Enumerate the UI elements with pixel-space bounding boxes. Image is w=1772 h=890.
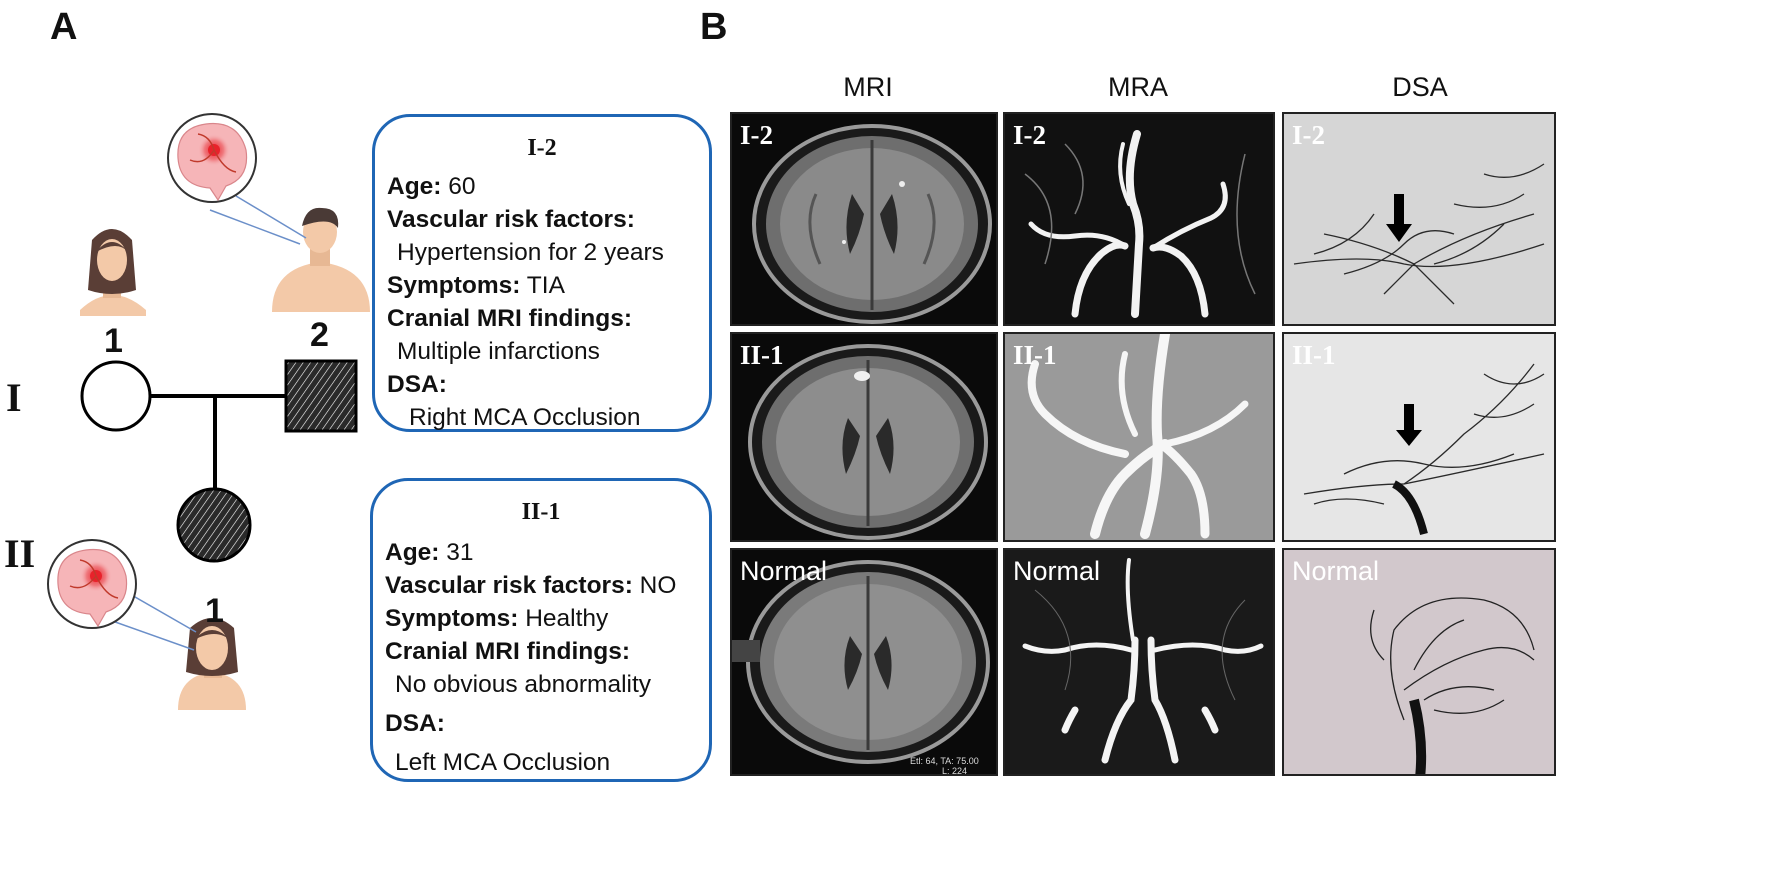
age-label: Age: — [387, 173, 442, 200]
symptoms-label: Symptoms: — [385, 605, 519, 632]
pedigree-ii1-circle — [176, 487, 252, 563]
pedigree-i2-square — [284, 359, 358, 433]
arrow-icon — [1396, 404, 1422, 446]
row-label: I-2 — [1013, 120, 1046, 150]
mri-findings-value: Multiple infarctions — [397, 338, 600, 365]
brain-icon — [47, 539, 137, 629]
generation-label: II — [4, 531, 36, 576]
row-label: Normal — [1013, 556, 1101, 586]
dsa-value: Right MCA Occlusion — [409, 404, 641, 431]
pedigree-i1-circle — [80, 360, 152, 432]
symptoms-label: Symptoms: — [387, 272, 521, 299]
mri-findings-label: Cranial MRI findings: — [387, 305, 632, 332]
age-value: 60 — [448, 173, 476, 200]
woman-avatar-icon — [80, 229, 146, 316]
pedigree-number: 1 — [205, 592, 224, 630]
man-avatar-icon — [272, 207, 370, 312]
dsa-image-normal: Normal — [1282, 548, 1556, 776]
pedigree-number: 1 — [104, 322, 123, 360]
patient-card-ii1: II-1 Age: 31 Vascular risk factors: NO S… — [370, 478, 712, 782]
brain-icon — [167, 113, 257, 203]
panel-b-label: B — [700, 6, 728, 48]
card-title: II-1 — [521, 499, 561, 525]
age-value: 31 — [446, 539, 474, 566]
dsa-value: Left MCA Occlusion — [395, 749, 611, 776]
row-label: I-2 — [740, 120, 773, 150]
scan-overlay-text: L: 224 — [942, 766, 968, 776]
risk-value: Hypertension for 2 years — [397, 239, 664, 266]
scan-overlay-text: Etl: 64, TA: 75.00 — [910, 756, 979, 766]
column-header-dsa: DSA — [1392, 72, 1448, 102]
row-label: II-1 — [740, 340, 784, 370]
age-label: Age: — [385, 539, 440, 566]
pedigree-number: 2 — [310, 316, 329, 354]
dsa-label: DSA: — [385, 710, 445, 737]
risk-label: Vascular risk factors: — [387, 206, 635, 233]
row-label: II-1 — [1013, 340, 1057, 370]
card-title: I-2 — [527, 135, 557, 161]
panel-a-label: A — [50, 6, 78, 48]
mri-image-ii1: II-1 — [730, 332, 998, 542]
woman-avatar-icon — [178, 618, 246, 710]
dsa-image-ii1: II-1 — [1282, 332, 1556, 542]
row-label: Normal — [1292, 556, 1380, 586]
dsa-image-i2: I-2 — [1282, 112, 1556, 326]
mri-image-normal: Normal Etl: 64, TA: 75.00 L: 224 — [730, 548, 998, 776]
mri-image-i2: I-2 — [730, 112, 998, 326]
row-label: Normal — [740, 556, 828, 586]
dsa-label: DSA: — [387, 371, 447, 398]
row-label: II-1 — [1292, 340, 1336, 370]
column-header-mri: MRI — [843, 72, 893, 102]
arrow-icon — [1386, 194, 1412, 242]
generation-label: I — [6, 375, 22, 420]
column-header-mra: MRA — [1108, 72, 1168, 102]
symptoms-value: Healthy — [525, 605, 609, 632]
mri-findings-label: Cranial MRI findings: — [385, 638, 630, 665]
patient-card-i2: I-2 Age: 60 Vascular risk factors: Hyper… — [372, 114, 712, 432]
symptoms-value: TIA — [526, 272, 565, 299]
risk-label: Vascular risk factors: — [385, 572, 633, 599]
mra-image-ii1: II-1 — [1003, 332, 1275, 542]
risk-value: NO — [639, 572, 677, 599]
mra-image-normal: Normal — [1003, 548, 1275, 776]
mri-findings-value: No obvious abnormality — [395, 671, 652, 698]
pedigree-chart — [47, 113, 370, 710]
mra-image-i2: I-2 — [1003, 112, 1275, 326]
row-label: I-2 — [1292, 120, 1325, 150]
